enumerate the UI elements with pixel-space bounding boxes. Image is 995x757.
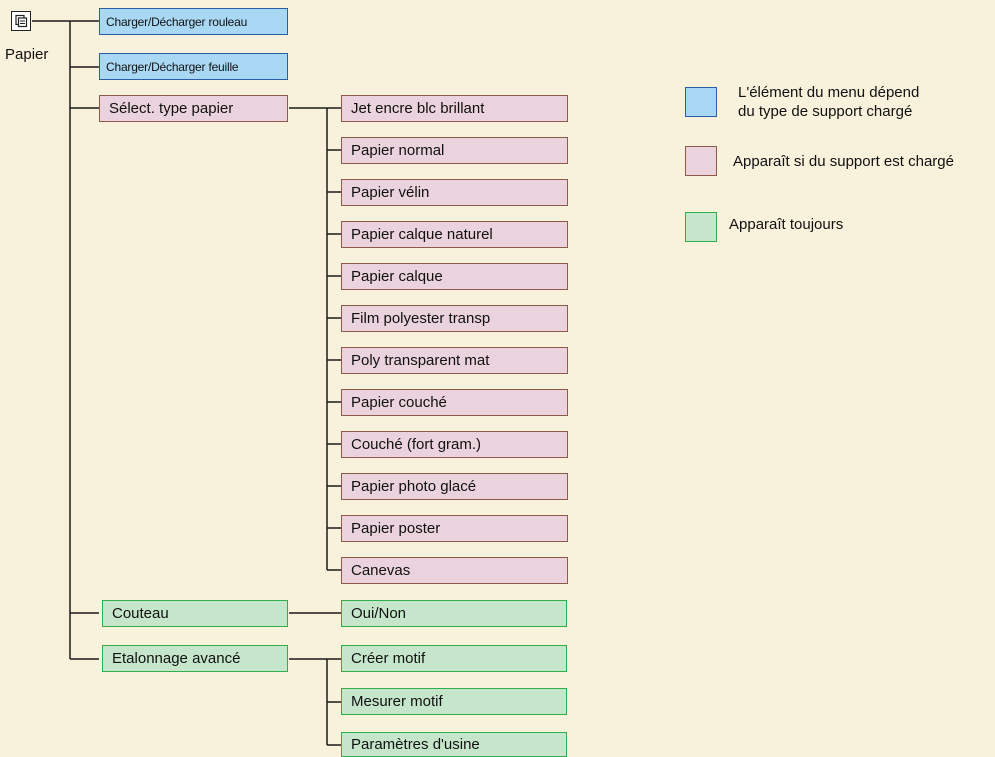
menu-item-load-sheet[interactable]: Charger/Décharger feuille <box>99 53 288 80</box>
legend-text-blue-line1: L'élément du menu dépend <box>738 84 920 101</box>
legend-swatch-blue <box>685 87 717 117</box>
menu-item-load-roll[interactable]: Charger/Décharger rouleau <box>99 8 288 35</box>
paper-type-item[interactable]: Poly transparent mat <box>341 347 568 374</box>
paper-icon[interactable] <box>11 11 31 31</box>
paper-type-item[interactable]: Film polyester transp <box>341 305 568 332</box>
legend-text-pink: Apparaît si du support est chargé <box>733 153 954 170</box>
paper-type-item[interactable]: Papier calque naturel <box>341 221 568 248</box>
legend-swatch-green <box>685 212 717 242</box>
paper-type-item[interactable]: Papier vélin <box>341 179 568 206</box>
paper-type-item[interactable]: Papier photo glacé <box>341 473 568 500</box>
menu-item-select-paper-type[interactable]: Sélect. type papier <box>99 95 288 122</box>
paper-type-item[interactable]: Couché (fort gram.) <box>341 431 568 458</box>
paper-type-item[interactable]: Canevas <box>341 557 568 584</box>
calibration-factory-settings[interactable]: Paramètres d'usine <box>341 732 567 757</box>
menu-item-advanced-calibration[interactable]: Etalonnage avancé <box>102 645 288 672</box>
paper-type-item[interactable]: Papier poster <box>341 515 568 542</box>
menu-item-cutter[interactable]: Couteau <box>102 600 288 627</box>
calibration-create-pattern[interactable]: Créer motif <box>341 645 567 672</box>
legend-text-green: Apparaît toujours <box>729 216 844 233</box>
paper-type-item[interactable]: Jet encre blc brillant <box>341 95 568 122</box>
cutter-option-on-off[interactable]: Oui/Non <box>341 600 567 627</box>
paper-type-item[interactable]: Papier couché <box>341 389 568 416</box>
legend-swatch-pink <box>685 146 717 176</box>
paper-type-item[interactable]: Papier normal <box>341 137 568 164</box>
legend-text-blue-line2: du type de support chargé <box>738 103 913 120</box>
root-label: Papier <box>5 46 49 63</box>
legend-text-blue: L'élément du menu dépend du type de supp… <box>738 83 919 121</box>
paper-type-item[interactable]: Papier calque <box>341 263 568 290</box>
calibration-measure-pattern[interactable]: Mesurer motif <box>341 688 567 715</box>
